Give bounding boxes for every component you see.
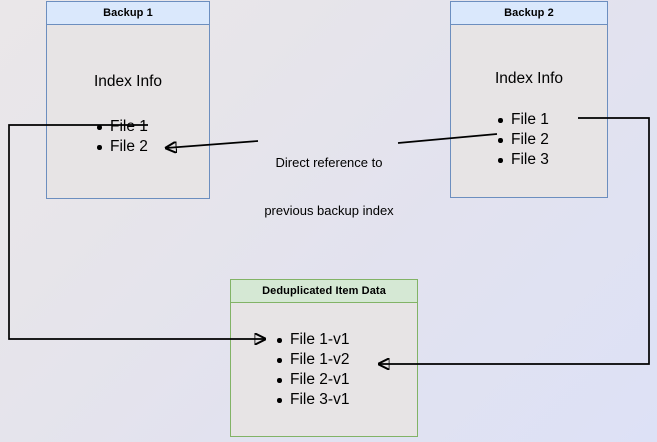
file-list-deduplicated: File 1-v1 File 1-v2 File 2-v1 File 3-v1 bbox=[275, 330, 349, 410]
list-item: File 2 bbox=[496, 130, 549, 150]
node-deduplicated-item-data[interactable]: Deduplicated Item Data File 1-v1 File 1-… bbox=[230, 279, 418, 437]
list-item: File 2-v1 bbox=[275, 370, 349, 390]
file-list-backup-2: File 1 File 2 File 3 bbox=[496, 110, 549, 170]
list-item: File 3-v1 bbox=[275, 390, 349, 410]
node-backup-2-header: Backup 2 bbox=[451, 2, 607, 25]
node-backup-1-header: Backup 1 bbox=[47, 2, 209, 25]
index-info-label-backup-2: Index Info bbox=[494, 70, 564, 87]
file-list-backup-1: File 1 File 2 bbox=[95, 117, 148, 157]
list-item: File 1-v1 bbox=[275, 330, 349, 350]
node-backup-2[interactable]: Backup 2 Index Info File 1 File 2 File 3 bbox=[450, 1, 608, 198]
node-deduplicated-item-data-body: File 1-v1 File 1-v2 File 2-v1 File 3-v1 bbox=[231, 303, 417, 436]
node-backup-1[interactable]: Backup 1 Index Info File 1 File 2 bbox=[46, 1, 210, 199]
list-item: File 1 bbox=[496, 110, 549, 130]
list-item: File 2 bbox=[95, 137, 148, 157]
node-backup-2-body: Index Info File 1 File 2 File 3 bbox=[451, 25, 607, 197]
edge-label-direct-reference: Direct reference to previous backup inde… bbox=[253, 123, 405, 251]
edge-label-line-1: Direct reference to bbox=[275, 155, 383, 170]
list-item: File 3 bbox=[496, 150, 549, 170]
edge-label-line-2: previous backup index bbox=[264, 203, 394, 218]
list-item: File 1 bbox=[95, 117, 148, 137]
index-info-label-backup-1: Index Info bbox=[93, 73, 163, 90]
node-deduplicated-item-data-header: Deduplicated Item Data bbox=[231, 280, 417, 303]
list-item: File 1-v2 bbox=[275, 350, 349, 370]
node-backup-1-body: Index Info File 1 File 2 bbox=[47, 25, 209, 198]
